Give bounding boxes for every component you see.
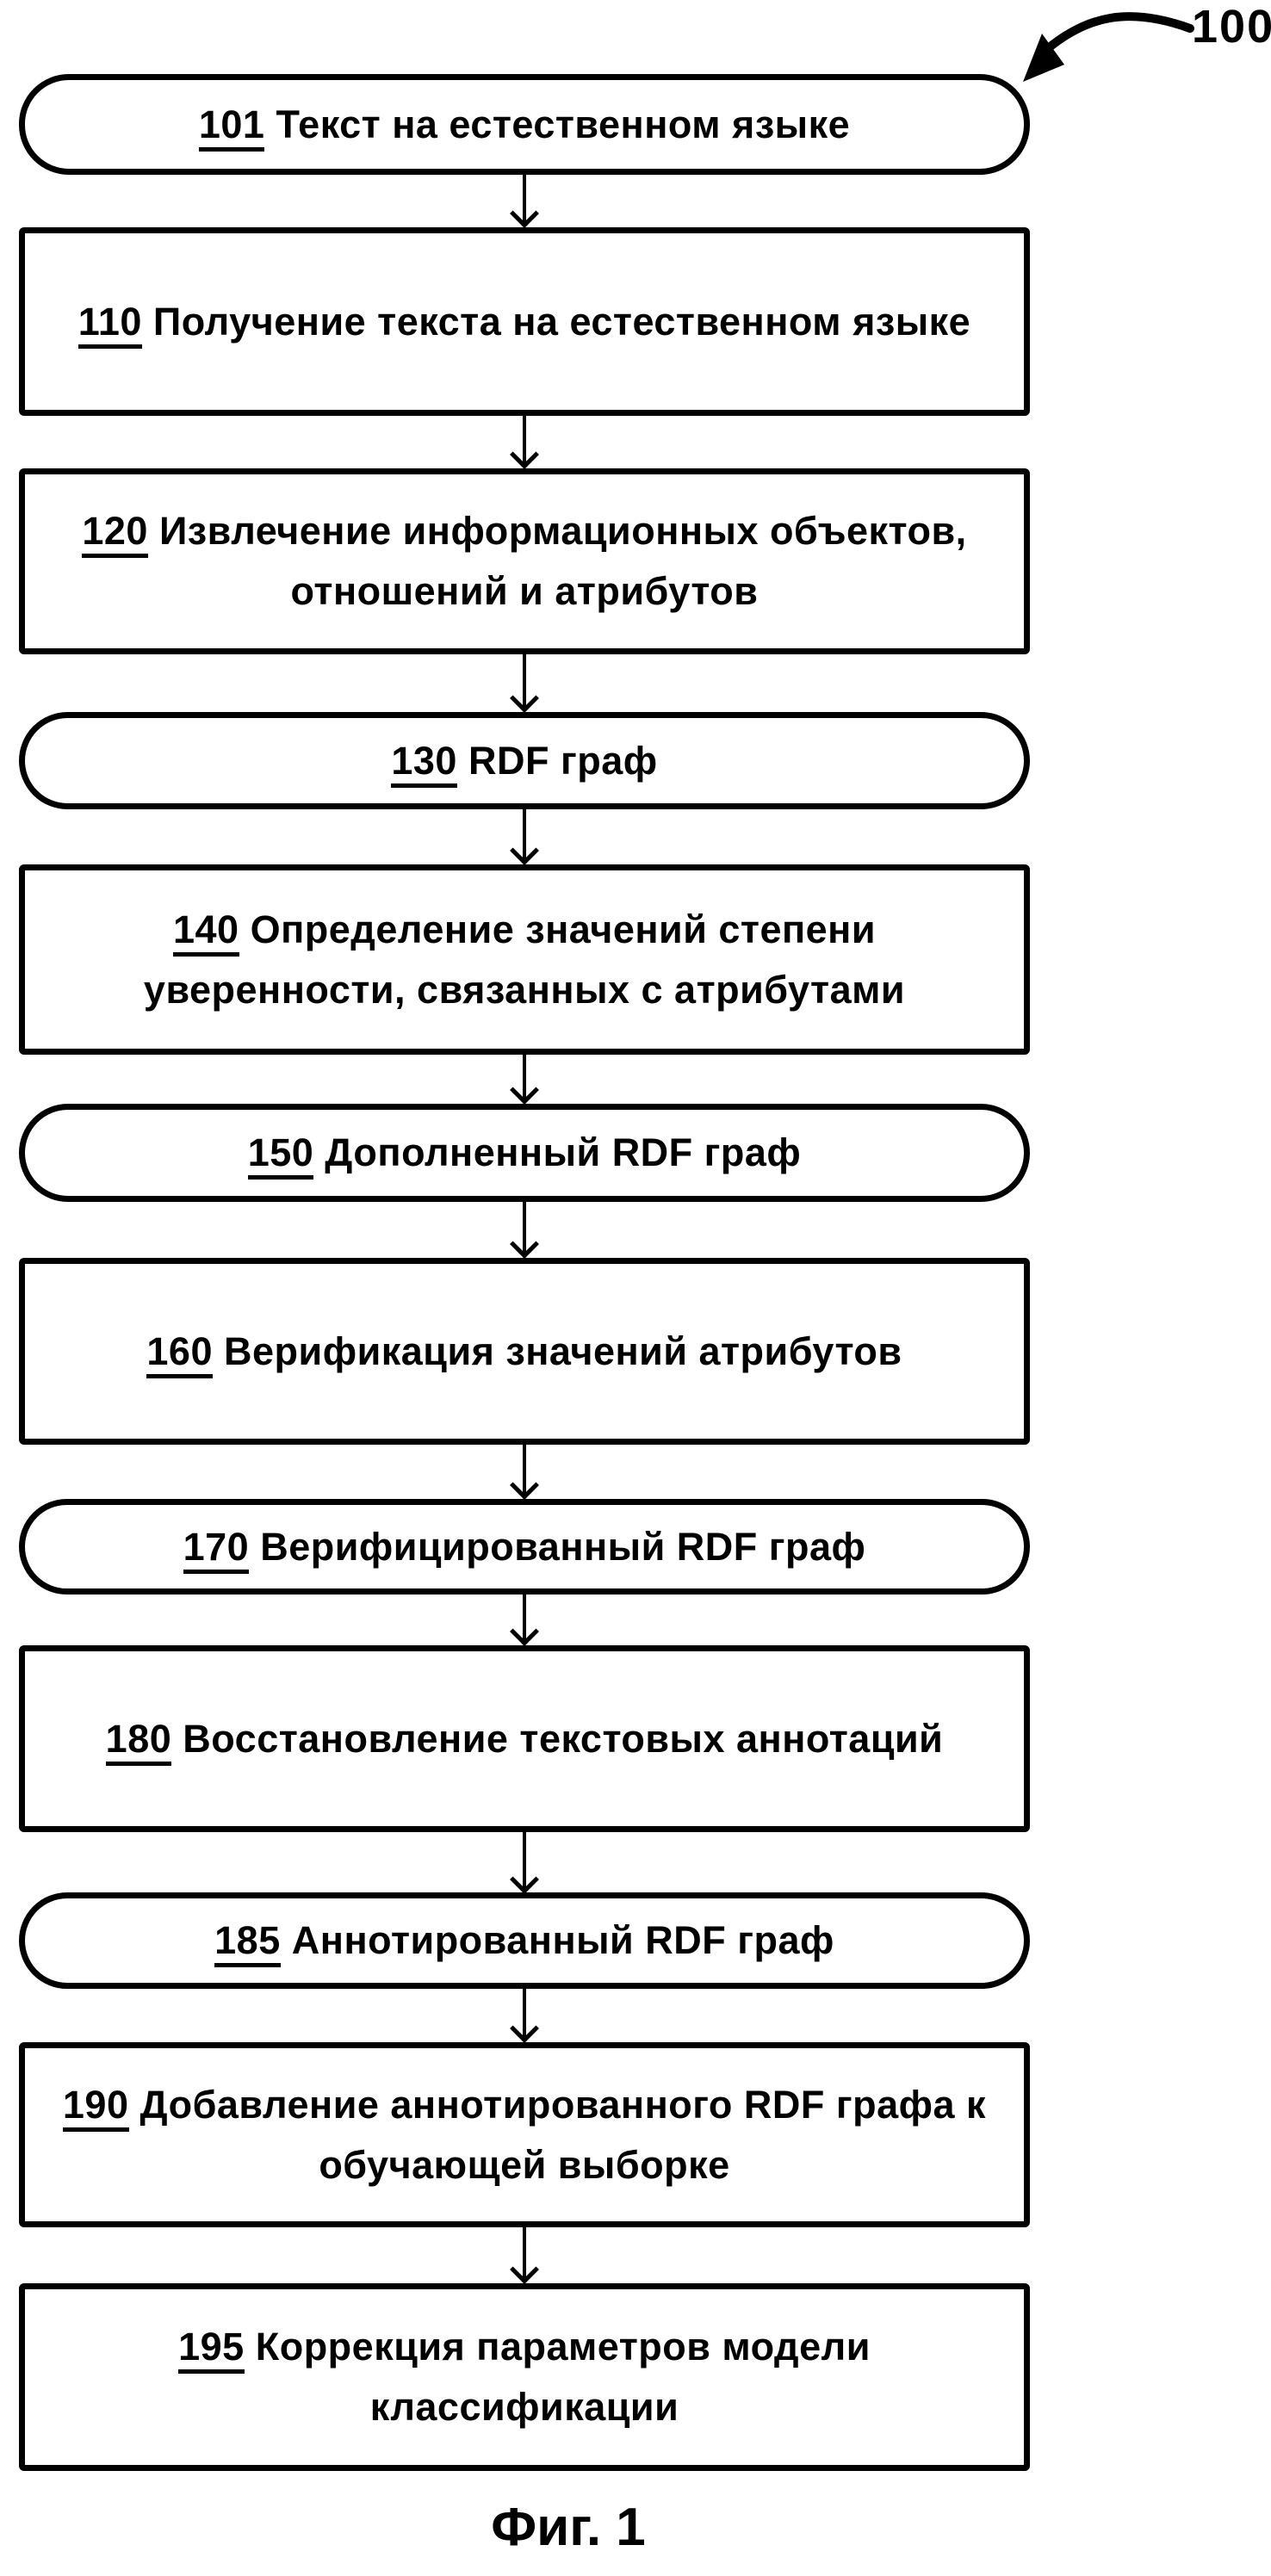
flow-node-120: 120 Извлечение информационных объектов, … <box>19 468 1030 654</box>
node-label: 130 RDF граф <box>365 731 683 791</box>
node-number: 120 <box>82 509 148 558</box>
arrowhead-icon <box>510 440 539 469</box>
flow-arrow-101-110 <box>510 175 539 228</box>
flow-arrow-120-130 <box>510 654 539 713</box>
flow-arrow-110-120 <box>510 416 539 469</box>
flow-arrow-140-150 <box>510 1055 539 1105</box>
arrowhead-icon <box>510 836 539 865</box>
node-number: 130 <box>391 738 457 788</box>
arrowhead-icon <box>510 1229 539 1259</box>
flow-arrow-190-195 <box>510 2227 539 2284</box>
arrowhead-icon <box>510 684 539 713</box>
node-label: 180 Восстановление текстовых аннотаций <box>80 1709 970 1769</box>
arrowhead-icon <box>510 1471 539 1500</box>
flow-node-180: 180 Восстановление текстовых аннотаций <box>19 1645 1030 1832</box>
flow-arrow-180-185 <box>510 1832 539 1894</box>
flow-node-140: 140 Определение значений степени уверенн… <box>19 864 1030 1055</box>
node-number: 180 <box>105 1716 172 1766</box>
flow-node-160: 160 Верификация значений атрибутов <box>19 1258 1030 1445</box>
figure-reference-label: 100 <box>1192 1 1271 53</box>
flow-arrow-185-190 <box>510 1989 539 2043</box>
flow-node-190: 190 Добавление аннотированного RDF графа… <box>19 2042 1030 2227</box>
node-label: 140 Определение значений степени уверенн… <box>143 907 906 1012</box>
flow-node-130: 130 RDF граф <box>19 712 1030 809</box>
node-label: 101 Текст на естественном языке <box>173 95 876 155</box>
figure-reference-arrow-icon <box>1023 12 1194 82</box>
arrowhead-icon <box>510 1865 539 1894</box>
node-label: 120 Извлечение информационных объектов, … <box>82 509 967 613</box>
flow-node-101: 101 Текст на естественном языке <box>19 74 1030 175</box>
flow-arrow-130-140 <box>510 809 539 865</box>
arrowhead-icon <box>510 199 539 228</box>
node-number: 185 <box>214 1918 281 1967</box>
node-label: 150 Дополненный RDF граф <box>222 1123 828 1183</box>
flow-node-195: 195 Коррекция параметров модели классифи… <box>19 2283 1030 2471</box>
node-number: 110 <box>78 299 142 349</box>
node-number: 150 <box>247 1130 314 1180</box>
node-number: 140 <box>172 907 239 957</box>
flow-node-170: 170 Верифицированный RDF граф <box>19 1499 1030 1595</box>
node-label: 110 Получение текста на естественном язы… <box>53 292 996 352</box>
flow-arrow-150-160 <box>510 1202 539 1259</box>
flow-node-110: 110 Получение текста на естественном язы… <box>19 227 1030 416</box>
node-number: 101 <box>198 102 265 152</box>
flow-arrow-160-170 <box>510 1445 539 1500</box>
flow-arrow-170-180 <box>510 1595 539 1646</box>
arrowhead-icon <box>510 2014 539 2043</box>
node-label: 185 Аннотированный RDF граф <box>189 1910 860 1971</box>
node-label: 160 Верификация значений атрибутов <box>121 1322 927 1382</box>
node-number: 190 <box>62 2082 129 2132</box>
figure-caption: Фиг. 1 <box>491 2498 646 2557</box>
node-label: 170 Верифицированный RDF граф <box>158 1517 892 1577</box>
node-number: 170 <box>183 1524 250 1574</box>
node-number: 160 <box>146 1328 213 1378</box>
flow-node-150: 150 Дополненный RDF граф <box>19 1104 1030 1202</box>
arrowhead-icon <box>510 2255 539 2284</box>
flow-node-185: 185 Аннотированный RDF граф <box>19 1892 1030 1989</box>
node-label: 190 Добавление аннотированного RDF графа… <box>62 2082 987 2187</box>
node-label: 195 Коррекция параметров модели классифи… <box>178 2325 871 2429</box>
arrowhead-icon <box>510 1075 539 1105</box>
node-number: 195 <box>178 2325 245 2374</box>
arrowhead-icon <box>510 1617 539 1646</box>
